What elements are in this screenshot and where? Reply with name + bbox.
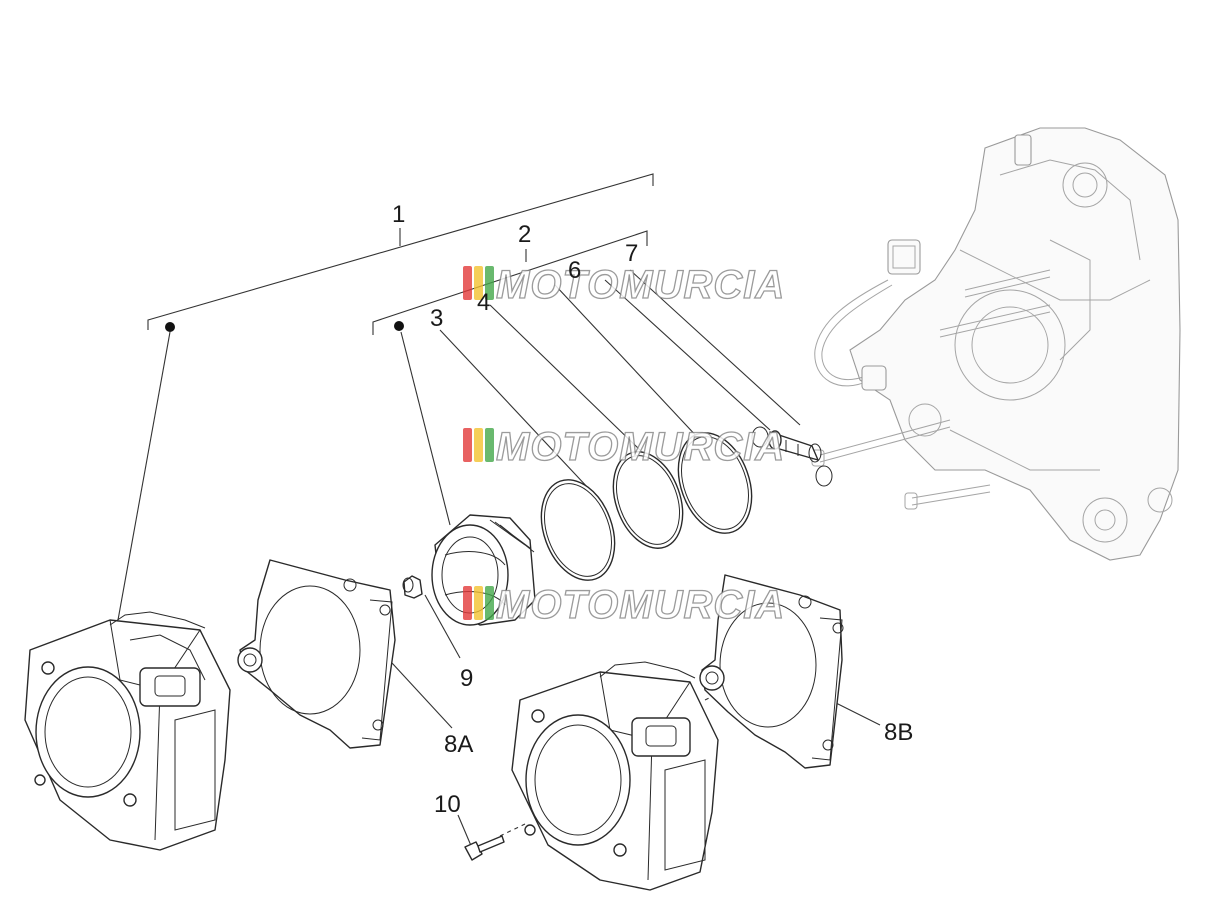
callout-1: 1	[392, 201, 405, 228]
piston-rings	[540, 432, 753, 581]
callout-6: 6	[568, 257, 581, 284]
watermark-stripe-green	[485, 586, 494, 620]
callout-4: 4	[477, 289, 490, 316]
watermark-stripe-yellow	[474, 586, 483, 620]
callout-10: 10	[434, 791, 461, 818]
callout-8a: 8A	[444, 731, 473, 758]
assembly-dot	[165, 322, 175, 332]
watermark-stripe-red	[463, 586, 472, 620]
watermark-stripe-green	[485, 266, 494, 300]
callout-9: 9	[460, 665, 473, 692]
watermark-text: MOTOMURCIA	[496, 263, 785, 307]
bolt	[464, 835, 505, 861]
bracket-assembly-1	[117, 173, 654, 621]
watermark-stripe-red	[463, 266, 472, 300]
watermark-bottom: MOTOMURCIA	[463, 582, 785, 628]
watermark-text: MOTOMURCIA	[496, 425, 785, 469]
wrist-pin-and-circlips	[751, 426, 833, 487]
callout-2: 2	[518, 221, 531, 248]
callout-7: 7	[625, 240, 638, 267]
pin-bush	[402, 575, 423, 599]
callout-3: 3	[430, 305, 443, 332]
leader-lines	[379, 269, 881, 849]
watermark-top: MOTOMURCIA	[463, 262, 785, 308]
assembly-dot	[394, 321, 404, 331]
watermark-text: MOTOMURCIA	[496, 583, 785, 627]
watermark-stripe-red	[463, 428, 472, 462]
watermark-stripe-yellow	[474, 266, 483, 300]
watermark-stripe-green	[485, 428, 494, 462]
cylinder-right	[511, 661, 719, 891]
engine-crankcase-illustration	[811, 127, 1181, 561]
watermark-stripe-yellow	[474, 428, 483, 462]
watermark-middle: MOTOMURCIA	[463, 424, 785, 470]
base-gasket-8b	[699, 574, 844, 769]
callout-8b: 8B	[884, 719, 913, 746]
base-gasket-8a	[237, 559, 396, 749]
bracket-assembly-2	[372, 230, 648, 526]
cylinder-left	[24, 611, 231, 851]
